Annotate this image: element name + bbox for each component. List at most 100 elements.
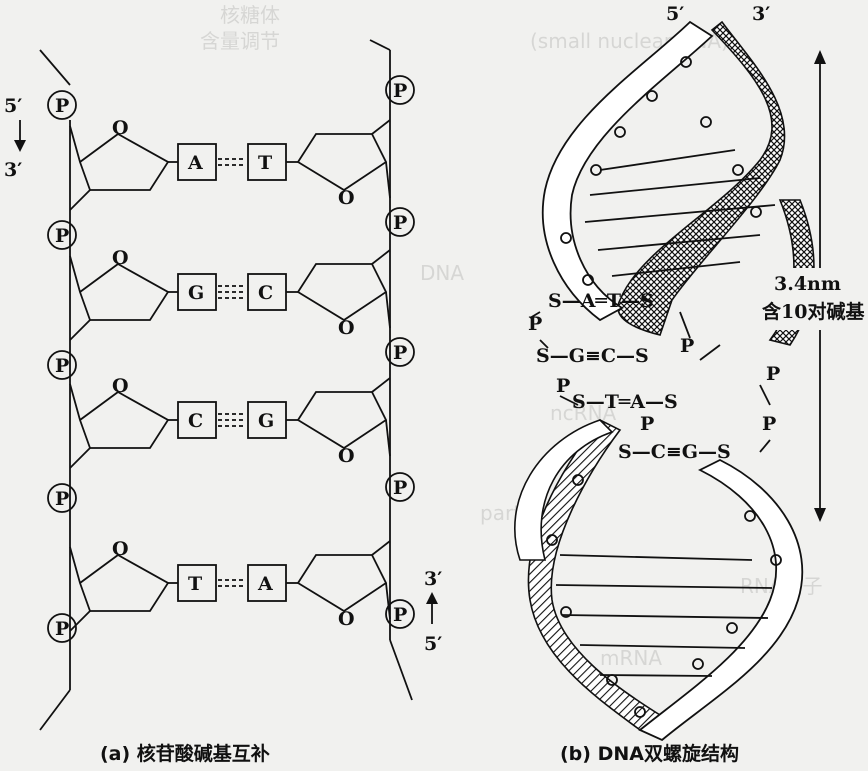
left-phosphate-label: P <box>55 488 69 510</box>
right-phosphate-label: P <box>393 80 407 102</box>
helix-rung <box>579 644 746 649</box>
strand-dot <box>732 164 744 176</box>
helix-rung <box>589 177 761 196</box>
right-base-letter: A <box>257 573 273 595</box>
right-5prime-label: 5′ <box>424 633 442 655</box>
helix-rung <box>599 149 736 171</box>
strand-dot <box>750 206 762 218</box>
right-sugar-link <box>385 161 391 199</box>
left-base-letter: G <box>188 282 204 304</box>
right-sugar-oxygen: O <box>338 187 355 209</box>
strand-dot <box>546 534 558 546</box>
left-sugar-link <box>69 125 81 163</box>
left-base-box <box>177 143 217 181</box>
pitch-basepairs-label: 含10对碱基 <box>762 300 865 323</box>
base-pair-rung: S—A═T—S <box>548 290 654 312</box>
backbone-phosphate: P <box>762 413 776 435</box>
helix-left-edge-strand <box>514 419 614 561</box>
left-sugar-ring <box>78 390 170 449</box>
strand-dot <box>590 164 602 176</box>
panel-b-caption: (b) DNA双螺旋结构 <box>560 742 739 765</box>
left-phosphate <box>47 483 77 513</box>
backbone-phosphate: P <box>528 313 542 335</box>
strand-dot <box>560 606 572 618</box>
right-backbone-tail <box>369 39 391 51</box>
left-base-letter: T <box>188 573 202 595</box>
bg-text-4: ncRNA <box>550 401 617 425</box>
strand-dot <box>572 474 584 486</box>
left-phosphate-label: P <box>55 225 69 247</box>
pitch-arrow-top-icon <box>814 50 826 64</box>
right-phosphate <box>385 207 415 237</box>
panel-a-caption: (a) 核苷酸碱基互补 <box>100 742 270 765</box>
left-base-letter: C <box>188 410 203 432</box>
helix-rung <box>611 261 741 277</box>
bg-text-1: 核糖体 <box>220 3 280 27</box>
helix-rungs <box>555 149 776 677</box>
right-phosphate-label: P <box>393 604 407 626</box>
helix-rung <box>559 554 753 561</box>
left-phosphate-label: P <box>55 355 69 377</box>
bg-text-7: mRNA <box>600 646 662 670</box>
strand-dot <box>634 706 646 718</box>
left-backbone-tail <box>39 49 71 86</box>
left-sugar-ring <box>78 132 170 191</box>
backbone-link <box>529 311 541 319</box>
left-sugar-link <box>69 319 91 341</box>
left-sugar-ring <box>78 262 170 321</box>
right-phosphate <box>385 472 415 502</box>
helix-front-strand-upper <box>541 20 714 322</box>
left-phosphate-label: P <box>55 618 69 640</box>
strand-dot <box>692 658 704 670</box>
pitch-label-backdrop <box>762 268 868 330</box>
helix-back-strand-upper <box>617 20 786 336</box>
right-phosphate <box>385 75 415 105</box>
right-sugar-link <box>385 582 391 620</box>
right-arrowhead-icon <box>426 592 438 604</box>
left-sugar-link <box>69 255 81 293</box>
strand-dot <box>700 116 712 128</box>
strand-dot <box>614 126 626 138</box>
left-base-box <box>177 564 217 602</box>
strand-dot <box>744 510 756 522</box>
right-base-letter: T <box>258 152 272 174</box>
helix-5prime-label: 5′ <box>666 3 684 25</box>
left-sugar-link <box>69 447 91 469</box>
left-sugar-link <box>69 546 81 584</box>
backbone-phosphate: P <box>640 413 654 435</box>
helix-rung <box>555 584 773 589</box>
strand-dot <box>680 56 692 68</box>
bg-text-3: DNA <box>420 261 464 285</box>
right-sugar-link <box>371 119 391 135</box>
right-sugar-link <box>385 291 391 329</box>
backbone-link <box>759 384 771 406</box>
left-sugar-link <box>69 610 91 632</box>
base-pair-rung: S—G≡C—S <box>536 345 649 367</box>
left-sugar-ring <box>78 553 170 612</box>
right-phosphate-label: P <box>393 342 407 364</box>
right-base-letter: C <box>258 282 273 304</box>
backbone-phosphate: P <box>556 375 570 397</box>
right-strand-direction: 3′ 5′ <box>424 568 442 655</box>
left-sugar-oxygen: O <box>112 117 129 139</box>
backbone-link <box>699 344 721 361</box>
helix-rung <box>584 204 776 223</box>
right-sugar-ring <box>296 391 388 450</box>
helix-rung <box>561 614 769 619</box>
right-3prime-label: 3′ <box>424 568 442 590</box>
left-arrowhead-icon <box>14 140 26 152</box>
right-sugar-ring <box>296 263 388 322</box>
helix-rung <box>597 234 761 251</box>
helix-strand-dots <box>546 56 782 718</box>
left-phosphate <box>47 220 77 250</box>
left-3prime-label: 3′ <box>4 159 22 181</box>
right-sugar-oxygen: O <box>338 317 355 339</box>
strand-dot <box>646 90 658 102</box>
base-pair-rung: S—C≡G—S <box>618 441 731 463</box>
left-sugar-link <box>69 383 81 421</box>
right-sugar-link <box>371 540 391 556</box>
left-sugar-oxygen: O <box>112 375 129 397</box>
pitch-arrow-bottom-icon <box>814 508 826 522</box>
